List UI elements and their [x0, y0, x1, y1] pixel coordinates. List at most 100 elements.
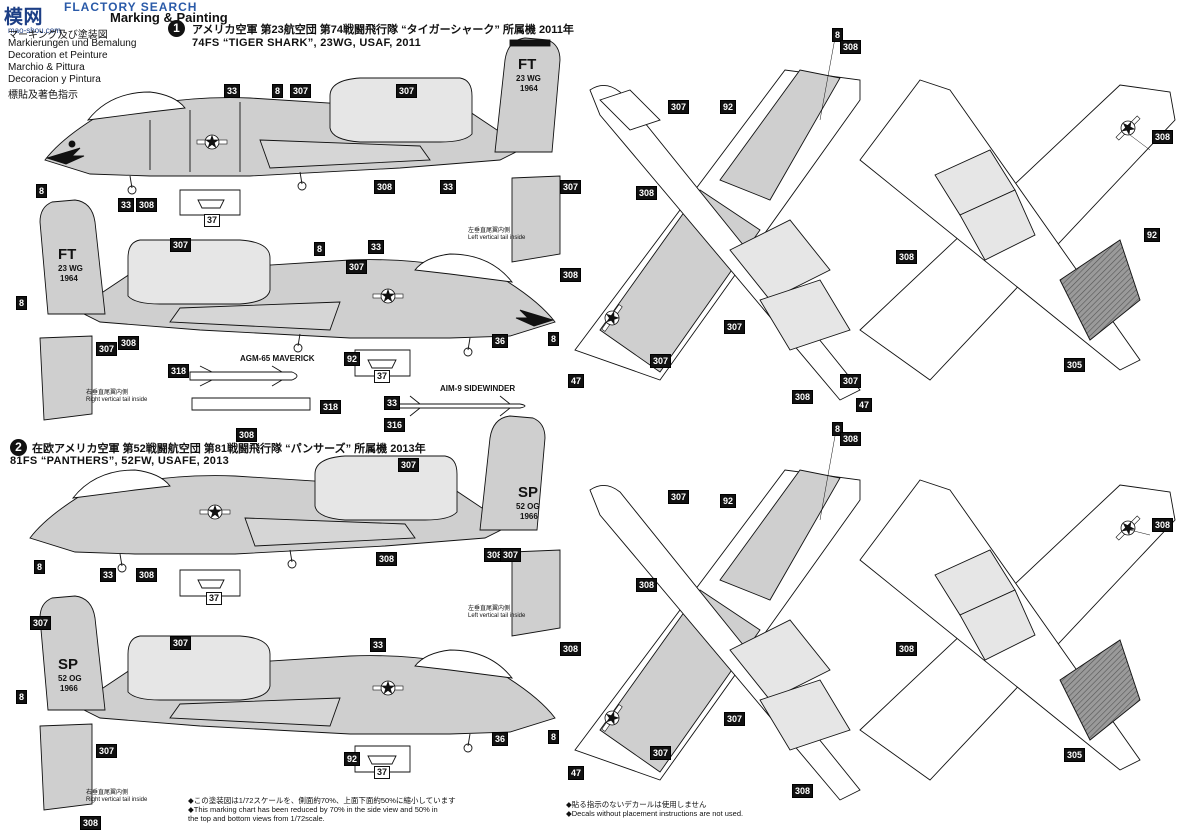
callout-318b: 318 — [320, 400, 342, 414]
callout-14: 307 — [500, 548, 522, 562]
scheme-1-tail-sub-left: 23 WG — [58, 264, 83, 273]
callout-305b: 305 — [1064, 748, 1086, 762]
page-title: Marking & Painting — [110, 10, 228, 25]
callout-8c: 8 — [314, 242, 326, 256]
top-view-1 — [574, 69, 861, 401]
callout-8e: 8 — [548, 332, 560, 346]
scheme-2-tail-sub-left: 52 OG — [58, 674, 82, 683]
callout-308o: 308 — [1152, 518, 1174, 532]
bottom-view-1 — [859, 79, 1176, 381]
callout-308b: 308 — [374, 180, 396, 194]
callout-307b: 307 — [396, 84, 418, 98]
callout-308t: 308 — [80, 816, 102, 830]
callout-316: 316 — [384, 418, 406, 432]
watermark-name: FLACTORY SEARCH — [64, 0, 198, 14]
callout-47c: 47 — [568, 766, 585, 780]
footer-decal-note: ◆貼る指示のないデカールは使用しません ◆Decals without plac… — [566, 800, 744, 818]
scheme-1-number: 1 — [168, 20, 185, 37]
callout-8b: 8 — [272, 84, 284, 98]
callout-47: 47 — [568, 374, 585, 388]
scheme-2-tail-code-right: SP — [518, 484, 539, 501]
callout-2b: 36 — [492, 732, 509, 746]
callout-8d: 8 — [16, 296, 28, 310]
callout-28: 8 — [34, 560, 46, 574]
callout-307c: 307 — [170, 238, 192, 252]
callout-92: 92 — [344, 352, 361, 366]
scheme-2-tail-sub-right: 52 OG — [516, 502, 540, 511]
callout-33b: 33 — [224, 84, 241, 98]
bottom-view-2 — [859, 479, 1176, 781]
sidewinder-label: AIM-9 SIDEWINDER — [440, 384, 516, 393]
callout-307i: 307 — [650, 354, 672, 368]
scheme2-side-left — [39, 595, 556, 753]
subtitle-it: Marchio & Pittura — [8, 62, 85, 73]
watermark-brand: 模网 — [4, 7, 44, 28]
callout-308i: 308 — [896, 250, 918, 264]
callout-308p: 308 — [136, 568, 158, 582]
callout-307m: 307 — [650, 746, 672, 760]
callout-305: 305 — [1064, 358, 1086, 372]
subtitle-cn: 標貼及著色指示 — [8, 90, 78, 101]
scheme-2-tail-serial-left: 1966 — [60, 684, 78, 693]
callout-33g: 33 — [370, 638, 387, 652]
scheme1-side-right — [44, 37, 561, 195]
callout-307h: 307 — [724, 320, 746, 334]
subtitle-es: Decoracion y Pintura — [8, 74, 101, 85]
callout-47b: 47 — [856, 398, 873, 412]
scheme-1-tail-code-left: FT — [58, 246, 77, 263]
callout-8g: 8 — [832, 422, 844, 436]
scheme-1-tail-serial-right: 1964 — [520, 84, 538, 93]
scheme-1-title-en: 74FS “TIGER SHARK”, 23WG, USAF, 2011 — [192, 37, 422, 49]
scheme-2-tail-code-left: SP — [58, 656, 79, 673]
callout-307q: 307 — [96, 744, 118, 758]
callout-308r: 308 — [376, 552, 398, 566]
scheme-1-title-jp: アメリカ空軍 第23航空団 第74戦闘飛行隊 “タイガーシャーク” 所属機 20… — [192, 24, 574, 36]
callout-308h: 308 — [792, 390, 814, 404]
watermark-site: mao-shou.com — [8, 26, 61, 35]
callout-308m: 308 — [792, 784, 814, 798]
callout-33: 33 — [118, 198, 135, 212]
callout-92d: 92 — [720, 494, 737, 508]
callout-92b: 92 — [720, 100, 737, 114]
subtitle-jp: マーキング及び塗装図 — [8, 30, 108, 41]
scheme-2-number: 2 — [10, 439, 27, 456]
callout-307p: 307 — [30, 616, 52, 630]
callout-33f: 33 — [100, 568, 117, 582]
callout-307g: 307 — [668, 100, 690, 114]
scheme-1-tail-serial-left: 1964 — [60, 274, 78, 283]
callout-308s: 308 — [560, 642, 582, 656]
callout-308d: 308 — [560, 268, 582, 282]
scheme-2-title-en: 81FS “PANTHERS”, 52FW, USAFE, 2013 — [10, 455, 230, 467]
scheme-1-tail-sub-right: 23 WG — [516, 74, 541, 83]
callout-308e: 308 — [118, 336, 140, 350]
callout-307l: 307 — [724, 712, 746, 726]
callout-37b: 37 — [374, 370, 391, 383]
callout-8f: 8 — [832, 28, 844, 42]
callout-308n: 308 — [896, 642, 918, 656]
callout-307e: 307 — [560, 180, 582, 194]
callout-318a: 318 — [168, 364, 190, 378]
callout-308g: 308 — [636, 186, 658, 200]
callout-8h: 8 — [16, 690, 28, 704]
callout-307a: 307 — [290, 84, 312, 98]
callout-307o: 307 — [170, 636, 192, 650]
top-view-2 — [574, 469, 861, 801]
callout-307j: 307 — [840, 374, 862, 388]
scheme2-side-right — [29, 415, 546, 573]
callout-37c: 37 — [206, 592, 223, 605]
callout-308f: 308 — [840, 40, 862, 54]
callout-37a: 37 — [204, 214, 221, 227]
callout-307n: 307 — [398, 458, 420, 472]
callout-92c: 92 — [1144, 228, 1161, 242]
callout-33c: 33 — [440, 180, 457, 194]
scheme-1-tail-code-right: FT — [518, 56, 537, 73]
callout-308j: 308 — [1152, 130, 1174, 144]
callout-33e: 33 — [384, 396, 401, 410]
scheme-2-title-jp: 在欧アメリカ空軍 第52戦闘航空団 第81戦闘飛行隊 “パンサーズ” 所属機 2… — [32, 443, 426, 455]
subtitle-fr: Decoration et Peinture — [8, 50, 108, 61]
scheme1-side-left — [39, 199, 556, 357]
